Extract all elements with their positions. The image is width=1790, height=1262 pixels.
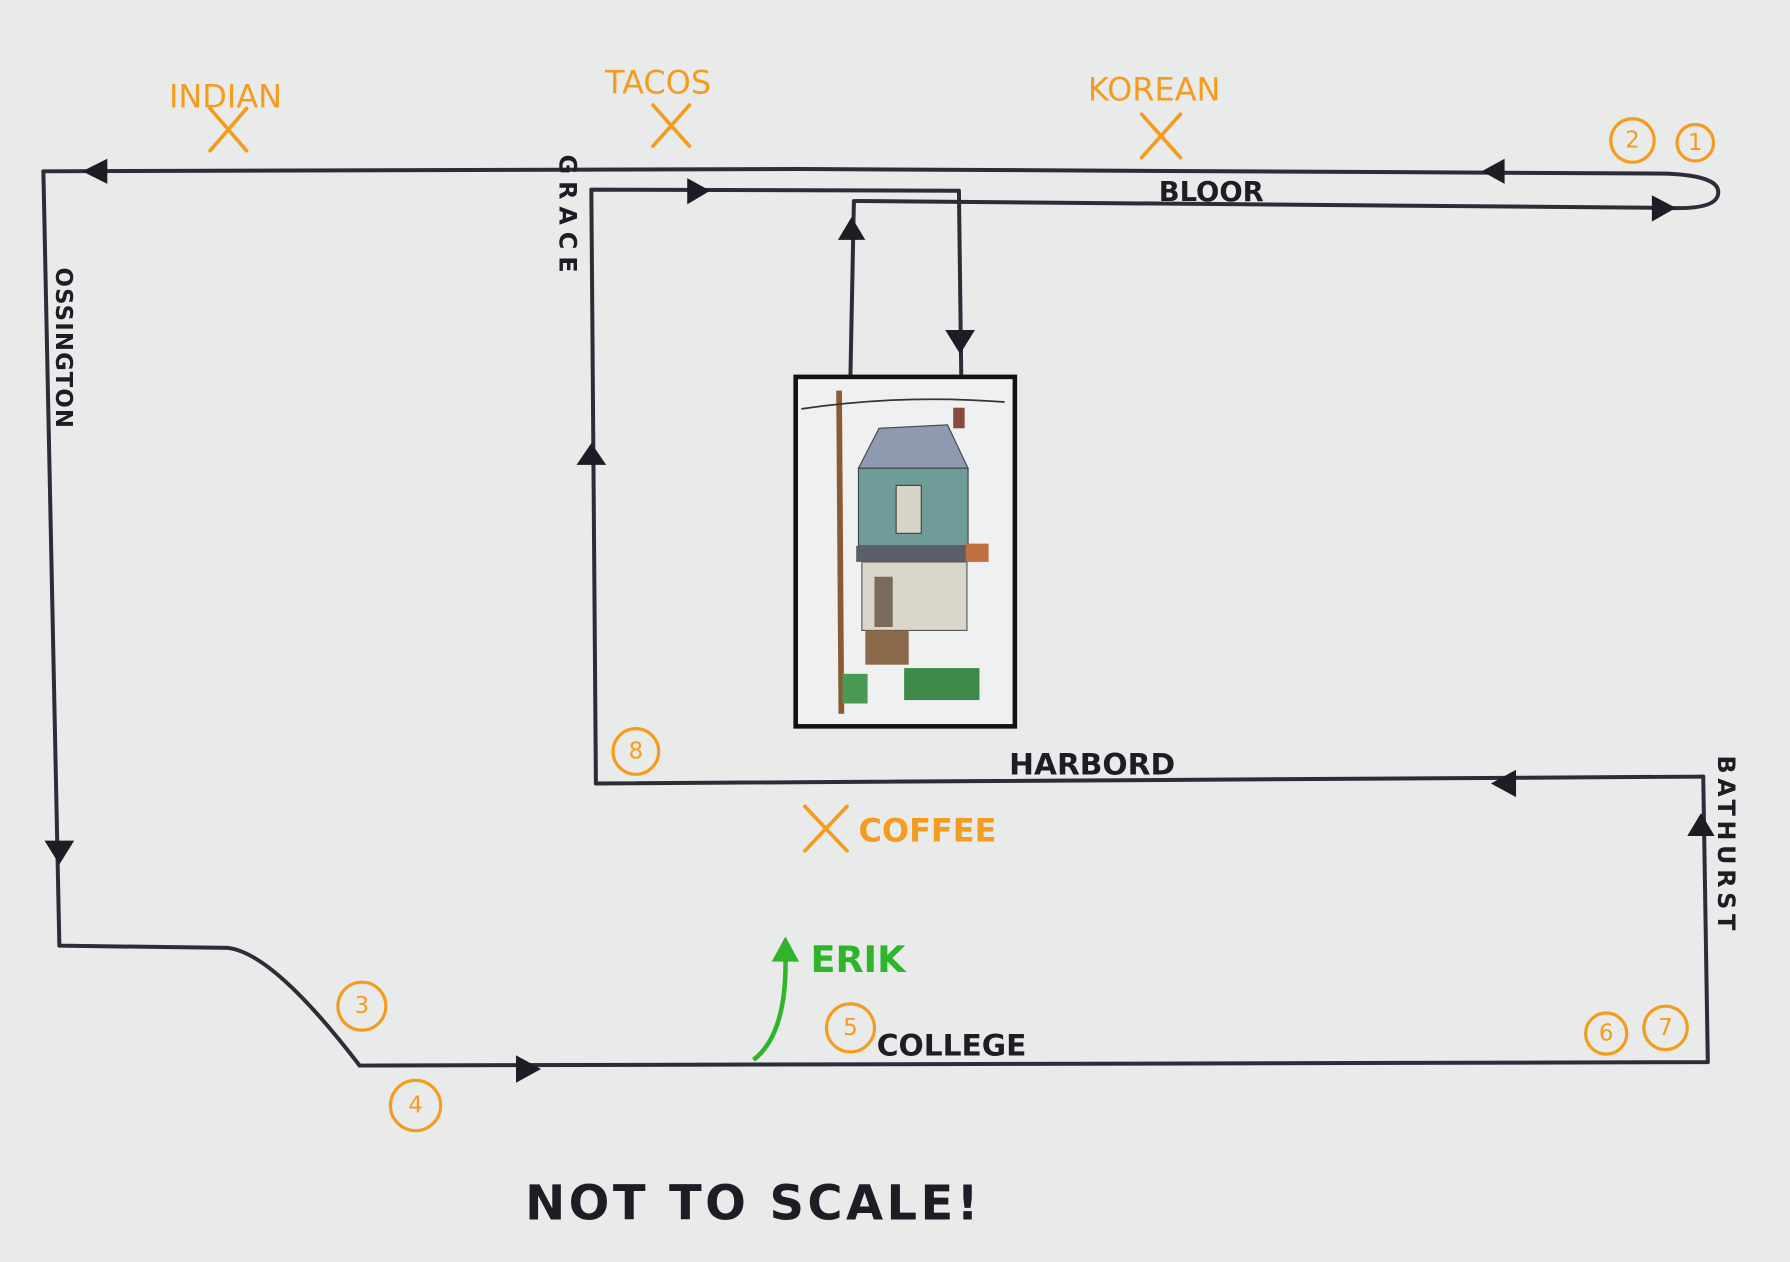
waypoint-1: 1 [1675, 122, 1716, 163]
street-label-bloor: BLOOR [1159, 177, 1264, 208]
college-road [357, 774, 1710, 1068]
waypoint-number: 6 [1599, 1021, 1614, 1047]
waypoint-number: 1 [1688, 130, 1703, 156]
street-label-bathurst: BATHURST [1712, 755, 1740, 934]
arrow-right-icon [687, 178, 711, 205]
not-to-scale-note: NOT TO SCALE! [525, 1176, 982, 1232]
street-label-grace: GRACE [553, 155, 581, 280]
place-tacos: TACOS [604, 64, 711, 149]
place-indian: INDIAN [169, 77, 282, 153]
arrow-left-icon [82, 158, 108, 184]
waypoint-6: 6 [1584, 1011, 1629, 1056]
waypoint-number: 4 [408, 1093, 423, 1119]
waypoint-number: 8 [629, 738, 644, 764]
arrow-down-icon [945, 330, 975, 355]
waypoint-8: 8 [611, 727, 661, 776]
ossington-road [41, 169, 362, 1068]
waypoint-number: 2 [1625, 127, 1640, 153]
arrow-right-icon [1651, 195, 1676, 222]
place-coffee: COFFEE [802, 804, 996, 853]
waypoint-2: 2 [1609, 117, 1656, 164]
arrow-up-icon [1687, 813, 1715, 837]
place-korean: KOREAN [1088, 70, 1221, 160]
arrow-up-icon [837, 216, 866, 240]
x-marker-icon [651, 103, 692, 149]
erik-marker: ERIK [752, 936, 908, 1062]
place-label: COFFEE [858, 812, 996, 850]
waypoint-number: 3 [355, 993, 370, 1019]
waypoint-7: 7 [1642, 1004, 1689, 1052]
x-marker-icon [208, 106, 249, 153]
direction-arrows [44, 158, 1715, 1083]
waypoint-5: 5 [824, 1002, 877, 1054]
waypoint-3: 3 [336, 980, 388, 1032]
grace-road [589, 187, 964, 786]
arrow-up-icon [576, 443, 607, 465]
harbord-road [593, 774, 1706, 786]
place-label: TACOS [604, 64, 711, 102]
street-label-college: COLLEGE [877, 1027, 1027, 1062]
waypoint-number: 5 [843, 1015, 858, 1041]
roads [41, 167, 1721, 1068]
place-label: KOREAN [1088, 70, 1221, 108]
place-label: INDIAN [169, 77, 282, 115]
erik-arrow-line [752, 953, 788, 1062]
house-painting [793, 374, 1018, 729]
arrow-down-icon [44, 840, 75, 865]
arrow-left-icon [1490, 769, 1517, 798]
arrow-left-icon [1481, 158, 1505, 184]
waypoints: 1 2 3 4 5 6 7 8 [336, 117, 1716, 1133]
arrow-right-icon [515, 1055, 542, 1083]
arrow-up-icon [771, 936, 800, 962]
street-label-ossington: OSSINGTON [50, 268, 76, 430]
waypoint-4: 4 [388, 1078, 443, 1133]
bloor-road [41, 167, 1721, 211]
x-marker-icon [1139, 112, 1183, 160]
x-marker-icon [802, 804, 849, 853]
waypoint-number: 7 [1658, 1015, 1673, 1041]
erik-label: ERIK [811, 938, 908, 981]
street-label-harbord: HARBORD [1009, 746, 1175, 781]
